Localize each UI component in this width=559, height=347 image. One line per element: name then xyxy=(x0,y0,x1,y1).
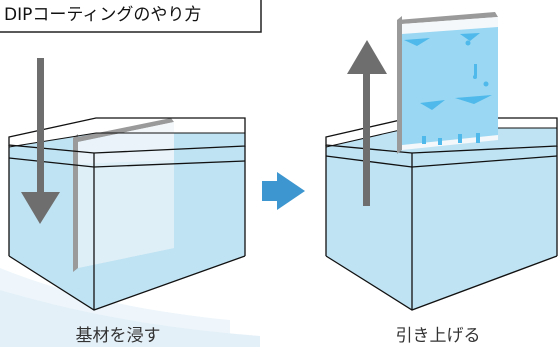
step-dip: 基材を浸す xyxy=(8,58,246,346)
substrate-dipping xyxy=(73,118,174,272)
up-arrow-icon xyxy=(347,40,387,206)
water-side-right xyxy=(412,156,557,310)
title-frame xyxy=(0,0,262,33)
substrate-lifted xyxy=(397,12,498,154)
right-arrow-icon xyxy=(262,172,305,210)
coating-drips xyxy=(404,33,492,145)
background-swoosh xyxy=(0,268,260,347)
substrate-top-edge-right xyxy=(397,12,498,24)
substrate-edge-left xyxy=(73,134,78,272)
title: DIPコーティングのやり方 xyxy=(4,5,201,25)
substrate-edge-right xyxy=(397,16,402,154)
substrate-top-edge-left xyxy=(73,118,174,142)
down-arrow-icon xyxy=(21,58,60,224)
substrate-submerged-left xyxy=(78,160,174,268)
coating-film xyxy=(402,27,498,145)
water-top-right xyxy=(326,128,557,167)
title-box: DIPコーティングのやり方 xyxy=(0,0,262,33)
step-withdraw: 引き上げる xyxy=(325,12,558,346)
step-caption-withdraw: 引き上げる xyxy=(396,326,481,346)
tank-left xyxy=(8,117,246,311)
step-caption-dip: 基材を浸す xyxy=(76,326,161,346)
water-front-right xyxy=(326,156,412,310)
